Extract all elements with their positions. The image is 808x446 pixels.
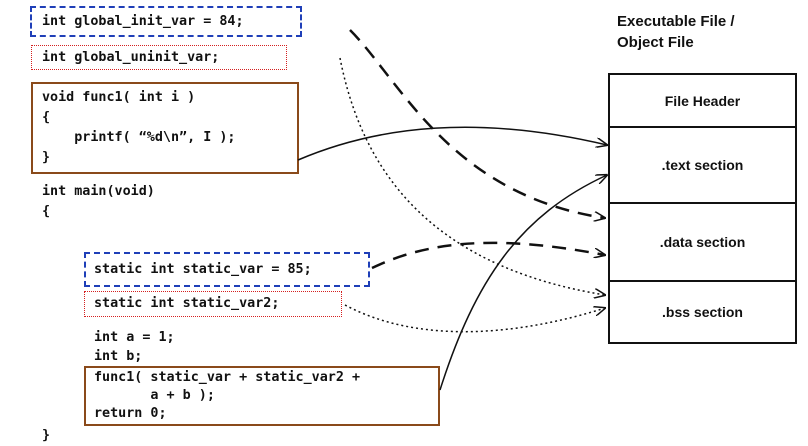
static-uninit-decl: static int static_var2; [94,296,280,311]
func1-signature: void func1( int i ) [42,90,196,105]
arrow-global-uninit-to-bss [339,57,605,295]
main-open-brace: { [42,204,51,219]
file-title-line1: Executable File / [617,13,735,30]
arrow-call-to-text [439,175,607,391]
file-header-label: File Header [664,92,741,109]
data-section: .data section [608,202,797,282]
arrow-static-init-to-data [371,241,605,270]
func1-open-brace: { [42,110,51,125]
arrow-global-init-to-data [349,29,605,218]
call-box [84,366,440,426]
main-signature: int main(void) [42,184,155,199]
func1-close-brace: } [42,150,51,165]
return-stmt: return 0; [94,406,167,421]
bss-section: .bss section [608,280,797,344]
global-uninit-box [31,45,287,70]
func1-call-line1: func1( static_var + static_var2 + [94,370,361,385]
global-init-box [30,6,302,37]
global-init-decl: int global_init_var = 84; [42,14,244,29]
main-close-brace: } [42,428,51,443]
bss-section-label: .bss section [662,304,743,320]
int-a-decl: int a = 1; [94,330,175,345]
file-title-line2: Object File [617,34,694,51]
static-init-box [84,252,370,287]
text-section: .text section [608,126,797,204]
func1-printf: printf( “%d\n”, I ); [42,130,236,145]
int-b-decl: int b; [94,349,143,364]
text-section-label: .text section [661,157,744,173]
file-header: File Header [608,73,797,128]
static-init-decl: static int static_var = 85; [94,262,312,277]
arrow-static-uninit-to-bss [344,304,605,333]
func1-box [31,82,299,174]
global-uninit-decl: int global_uninit_var; [42,50,220,65]
data-section-label: .data section [659,234,746,250]
arrow-func1-to-text [297,126,607,161]
static-uninit-box [84,291,342,317]
func1-call-line2: a + b ); [94,388,215,403]
